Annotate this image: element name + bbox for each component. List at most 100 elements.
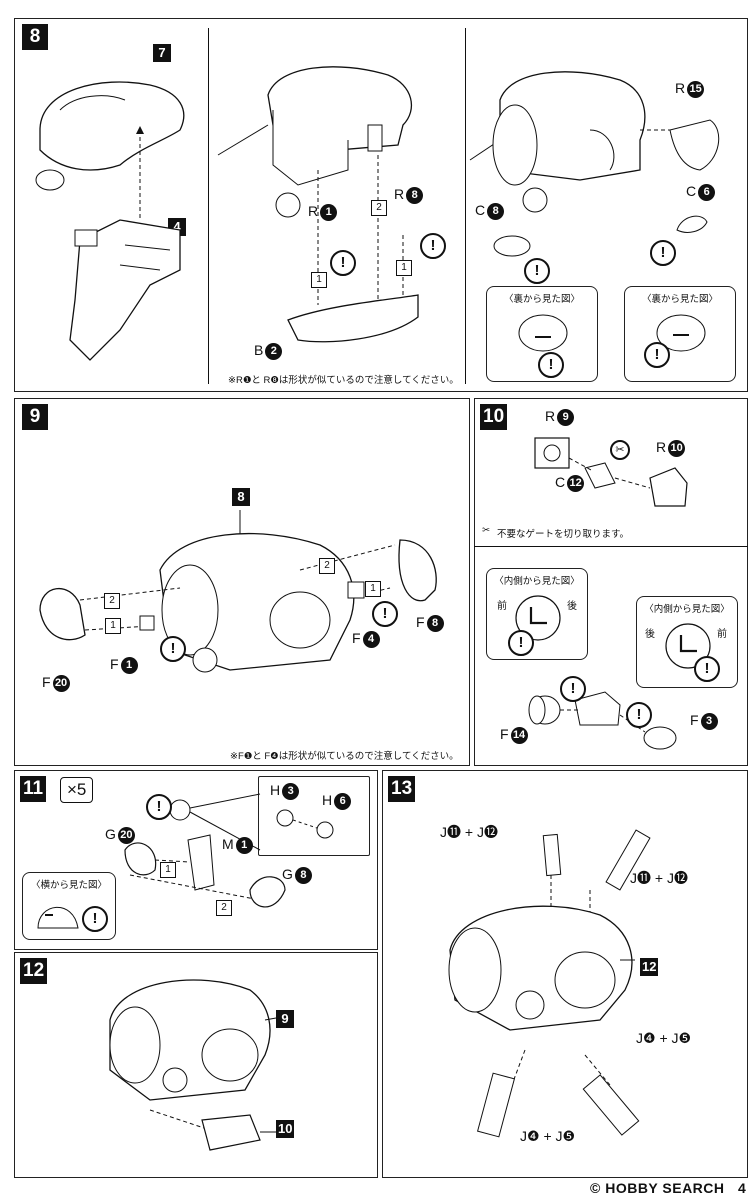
part-letter: F bbox=[42, 674, 51, 690]
part-letter: C bbox=[686, 183, 697, 199]
part-letter: C bbox=[555, 474, 566, 490]
step-11-h-parts-box bbox=[258, 776, 370, 856]
step-8-note: ※R❶と R❽は形状が似ているので注意してください。 bbox=[228, 375, 459, 386]
part-number: 20 bbox=[52, 674, 70, 692]
gate-cut-icon: ✂ bbox=[610, 440, 630, 460]
part-number: 1 bbox=[235, 836, 253, 854]
step-13-label-j4-j5-a: J❹ + J❺ bbox=[636, 1030, 692, 1046]
part-number: 20 bbox=[117, 826, 135, 844]
step-10-warning-2: ! bbox=[694, 656, 720, 682]
step-9-seq-1-right: 1 bbox=[365, 581, 381, 597]
step-9-note: ※F❶と F❹は形状が似ているので注意してください。 bbox=[230, 751, 459, 762]
step-8-back-view-2: 〈裏から見た図〉 bbox=[624, 286, 736, 382]
step-10-inner-view-1: 〈内側から見た図〉 前 後 bbox=[486, 568, 588, 660]
view-caption: 〈裏から見た図〉 bbox=[641, 294, 718, 305]
step-8-warning-4: ! bbox=[650, 240, 676, 266]
back-view-part bbox=[656, 314, 706, 352]
part-letter: R bbox=[656, 439, 667, 455]
part-letter: R bbox=[394, 186, 405, 202]
step-8-seq-2: 2 bbox=[371, 200, 387, 216]
step-8-c6-part bbox=[676, 215, 708, 233]
step-10-gate-note-icon: ✂ bbox=[482, 525, 490, 536]
step-13-label-j11-j12-b: J⓫ + J⓬ bbox=[630, 870, 688, 886]
part-number: 8 bbox=[406, 186, 424, 204]
part-number: 2 bbox=[265, 342, 283, 360]
footer-logo: © HOBBY SEARCH bbox=[590, 1180, 725, 1196]
inner-view-part bbox=[515, 595, 561, 641]
step-8-warning-1: ! bbox=[330, 250, 356, 276]
part-number: 4 bbox=[362, 630, 380, 648]
view-caption: 〈裏から見た図〉 bbox=[503, 294, 580, 305]
step-10-parts-drawing bbox=[534, 437, 688, 507]
step-9-tag-main: 8 bbox=[232, 488, 250, 506]
part-letter: R bbox=[675, 80, 686, 96]
back-label: 後 bbox=[645, 629, 655, 640]
step-11-warning-2: ! bbox=[82, 906, 108, 932]
part-letter: C bbox=[475, 202, 486, 218]
step-8-c8-part bbox=[493, 235, 531, 257]
part-letter: M bbox=[222, 836, 234, 852]
step-8-warning-5: ! bbox=[538, 352, 564, 378]
part-number: 6 bbox=[334, 792, 352, 810]
part-letter: R bbox=[308, 203, 319, 219]
part-number: 3 bbox=[282, 782, 300, 800]
part-number: 15 bbox=[687, 80, 705, 98]
step-12-drawing bbox=[109, 979, 277, 1151]
step-8-warning-3: ! bbox=[524, 258, 550, 284]
part-letter: F bbox=[352, 630, 361, 646]
part-number: 12 bbox=[567, 474, 585, 492]
part-number: 8 bbox=[294, 866, 312, 884]
step-8-number: 8 bbox=[22, 24, 48, 50]
step-9-warning-1: ! bbox=[160, 636, 186, 662]
part-letter: R bbox=[545, 408, 556, 424]
step-8-divider-1 bbox=[208, 28, 209, 384]
step-9-seq-2-right: 2 bbox=[319, 558, 335, 574]
step-11-number: 11 bbox=[20, 776, 47, 802]
step-13-label-j11-j12-a: J⓫ + J⓬ bbox=[440, 824, 498, 840]
part-number: 10 bbox=[668, 439, 686, 457]
step-8-right-drawing bbox=[469, 71, 720, 213]
step-8-shell-drawing bbox=[217, 66, 419, 343]
inner-view-part bbox=[665, 623, 711, 669]
step-9-seq-1-left: 1 bbox=[105, 618, 121, 634]
step-8-divider-2 bbox=[465, 28, 466, 384]
front-label: 前 bbox=[717, 629, 727, 640]
part-number: 6 bbox=[698, 183, 716, 201]
step-12-tag-top: 9 bbox=[276, 1010, 294, 1028]
step-9-number: 9 bbox=[22, 404, 48, 430]
view-caption: 〈横から見た図〉 bbox=[30, 880, 107, 891]
step-10-number: 10 bbox=[480, 404, 508, 430]
step-8-seq-1a: 1 bbox=[311, 272, 327, 288]
part-number: 8 bbox=[426, 614, 444, 632]
part-letter: H bbox=[322, 792, 333, 808]
part-letter: F bbox=[416, 614, 425, 630]
step-10-warning-4: ! bbox=[626, 702, 652, 728]
step-9-seq-2-left: 2 bbox=[104, 593, 120, 609]
step-10-inner-view-2: 〈内側から見た図〉 後 前 bbox=[636, 596, 738, 688]
step-9-head-drawing bbox=[39, 510, 437, 673]
step-11-seq-2: 2 bbox=[216, 900, 232, 916]
step-8-warning-6: ! bbox=[644, 342, 670, 368]
step-13-number: 13 bbox=[388, 776, 416, 802]
page-number: 4 bbox=[738, 1180, 746, 1196]
part-number: 3 bbox=[700, 712, 718, 730]
side-view-part bbox=[37, 906, 79, 929]
step-13-drawing bbox=[448, 829, 651, 1138]
part-number: 1 bbox=[320, 203, 338, 221]
part-letter: F bbox=[500, 726, 509, 742]
part-letter: F bbox=[110, 656, 119, 672]
step-8-warning-2: ! bbox=[420, 233, 446, 259]
